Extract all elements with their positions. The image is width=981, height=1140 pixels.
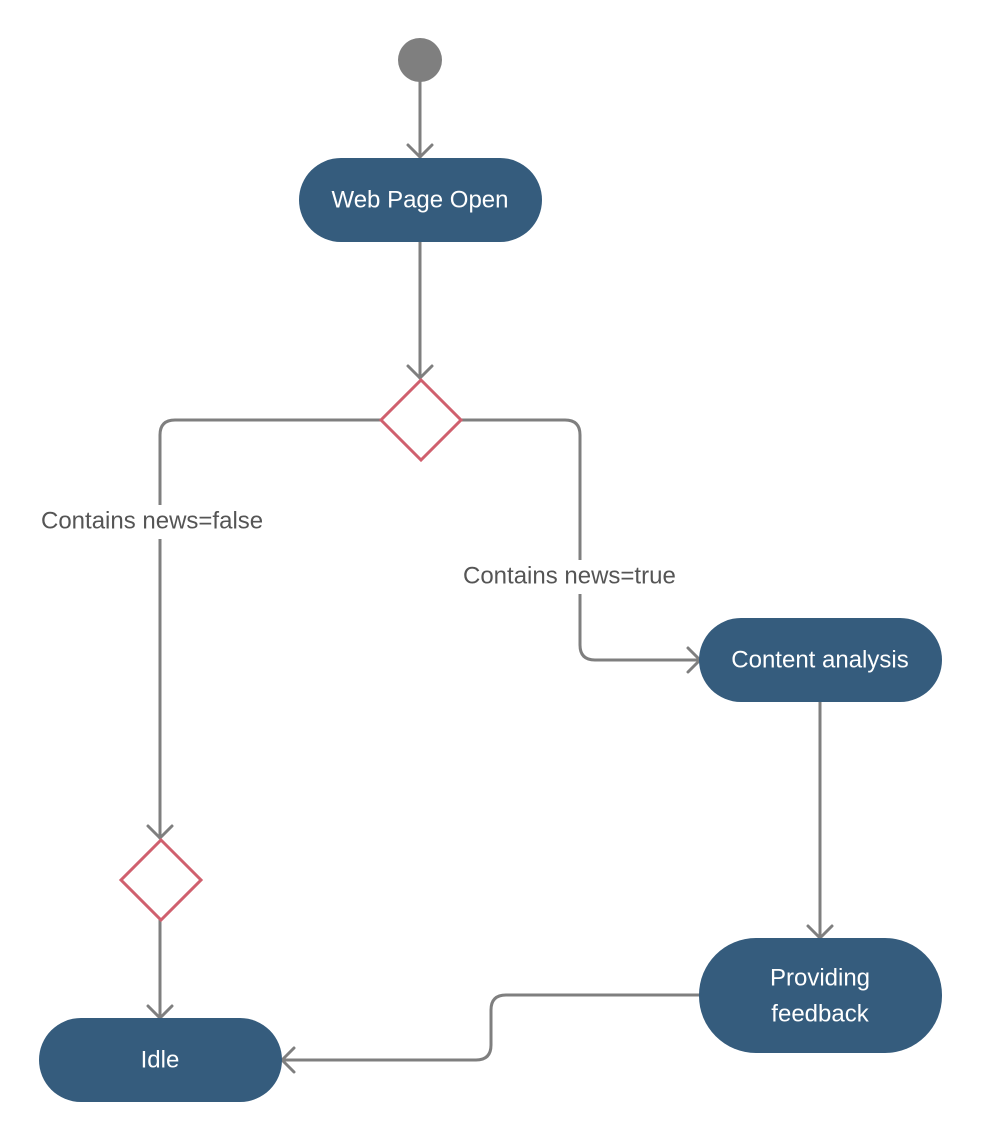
edge-label-contains-news-false: Contains news=false <box>41 507 263 534</box>
edge-label-false-group: Contains news=false <box>40 505 284 539</box>
action-idle-shape <box>39 1018 282 1102</box>
action-idle-label: Idle <box>141 1046 180 1073</box>
decision-node-news <box>378 377 464 463</box>
action-providing-feedback-label-line2: feedback <box>771 1000 869 1027</box>
action-content-analysis-shape <box>699 618 942 702</box>
edge-decision-to-merge-false <box>146 418 383 840</box>
action-providing-feedback: Providing feedback <box>699 938 942 1053</box>
action-web-page-open-shape <box>299 158 542 242</box>
edge-merge-to-idle <box>146 918 174 1020</box>
edge-web-page-open-to-decision <box>406 238 434 380</box>
action-providing-feedback-label-line1: Providing <box>770 964 870 991</box>
action-providing-feedback-shape <box>699 938 942 1053</box>
action-web-page-open-label: Web Page Open <box>331 186 508 213</box>
edge-label-contains-news-true: Contains news=true <box>463 562 676 589</box>
action-content-analysis-label: Content analysis <box>731 646 908 673</box>
edge-providing-feedback-to-idle <box>280 993 702 1074</box>
action-web-page-open: Web Page Open <box>299 158 542 242</box>
action-idle: Idle <box>39 1018 282 1102</box>
edge-label-true-group: Contains news=true <box>462 560 698 594</box>
edge-decision-to-content-analysis-true <box>459 418 702 674</box>
edge-start-to-web-page-open <box>406 78 434 159</box>
action-content-analysis: Content analysis <box>699 618 942 702</box>
merge-node <box>118 837 204 923</box>
edge-content-analysis-to-providing-feedback <box>806 698 834 940</box>
initial-node <box>398 38 442 82</box>
